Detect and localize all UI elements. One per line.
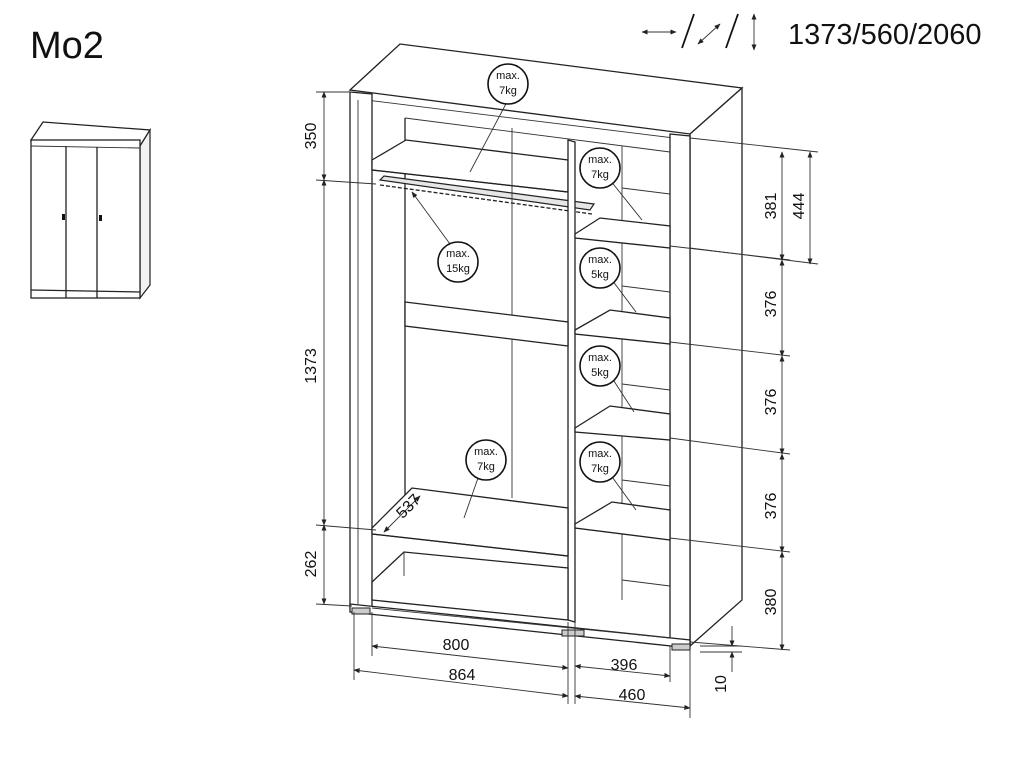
svg-text:7kg: 7kg [499,85,517,97]
svg-text:max.: max. [588,254,612,266]
svg-text:max.: max. [588,352,612,364]
load-badge-top-shelf: max. 7kg [469,63,529,173]
svg-text:7kg: 7kg [477,461,495,473]
dim-376: 376 [763,291,780,318]
svg-text:5kg: 5kg [591,367,609,379]
dim-396: 396 [611,657,638,674]
load-badge-right-shelf-2: max. 5kg [579,247,637,313]
overall-dimensions: 1373/560/2060 [788,19,982,51]
svg-text:7kg: 7kg [591,463,609,475]
wardrobe-body [348,43,744,651]
svg-text:max.: max. [474,446,498,458]
load-badge-right-shelf-1: max. 7kg [579,147,643,221]
wardrobe-thumbnail [29,121,152,300]
leg [671,643,691,651]
dim-262: 262 [303,551,320,578]
load-badge-right-shelf-4: max. 7kg [579,441,637,511]
leg [351,607,371,615]
leg-height-dimension: 10 [700,626,742,693]
dim-376: 376 [763,493,780,520]
svg-text:15kg: 15kg [446,263,470,275]
dim-381: 381 [763,193,780,220]
bottom-dimension-chain: 800 864 396 460 [353,612,691,718]
left-dimension-chain: 350 1373 262 [303,91,377,607]
depth-arrow-icon [697,23,721,45]
load-badge-right-shelf-3: max. 5kg [579,345,635,413]
dim-10: 10 [713,675,730,693]
hanging-rail [378,175,596,215]
dim-350: 350 [303,123,320,150]
slash-icon [681,13,695,49]
dim-376: 376 [763,389,780,416]
slash-icon [725,13,739,49]
svg-text:max.: max. [588,154,612,166]
right-dimension-chain: 381 444 376 376 376 380 [669,137,819,651]
svg-text:max.: max. [496,70,520,82]
dim-864: 864 [449,667,476,684]
dim-444: 444 [791,193,808,220]
svg-text:max.: max. [446,248,470,260]
svg-text:7kg: 7kg [591,169,609,181]
model-name: Mo2 [30,25,104,67]
dim-800: 800 [443,637,470,654]
dim-380: 380 [763,589,780,616]
svg-text:max.: max. [588,448,612,460]
load-badge-bottom-left-shelf: max. 7kg [463,439,507,519]
leg [561,629,585,637]
dim-460: 460 [619,687,646,704]
svg-text:5kg: 5kg [591,269,609,281]
dim-1373: 1373 [303,348,320,384]
load-badge-rail: max. 15kg [411,191,479,283]
